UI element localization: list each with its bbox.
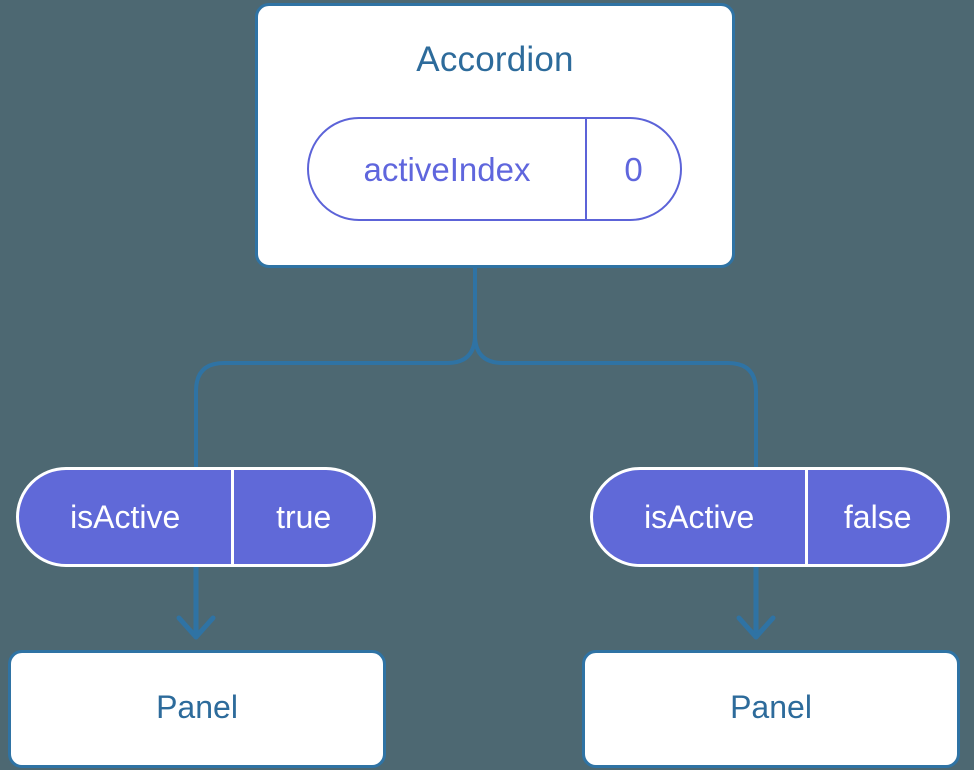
connector-accordion-to-branches-right [473,333,758,469]
accordion-title: Accordion [416,40,574,79]
state-pill-activeindex[interactable]: activeIndex 0 [307,117,682,221]
state-pill-isactive-right[interactable]: isActive false [590,467,950,567]
state-pill-activeindex-key: activeIndex [309,119,588,219]
panel-title-left: Panel [156,689,238,725]
state-pill-isactive-right-key: isActive [593,470,809,564]
panel-component-box-right[interactable]: Panel [582,650,960,768]
panel-title-right: Panel [730,689,812,725]
panel-component-box-left[interactable]: Panel [8,650,386,768]
state-pill-isactive-right-value: false [843,499,912,535]
state-pill-isactive-left-key: isActive [19,470,235,564]
state-pill-isactive-left-value: true [276,499,332,535]
connector-accordion-to-branches [194,266,477,469]
state-pill-activeindex-value: 0 [624,150,643,188]
connector-left-state-to-panel [176,564,216,640]
connector-right-state-to-panel [736,564,776,640]
state-pill-isactive-left[interactable]: isActive true [16,467,376,567]
